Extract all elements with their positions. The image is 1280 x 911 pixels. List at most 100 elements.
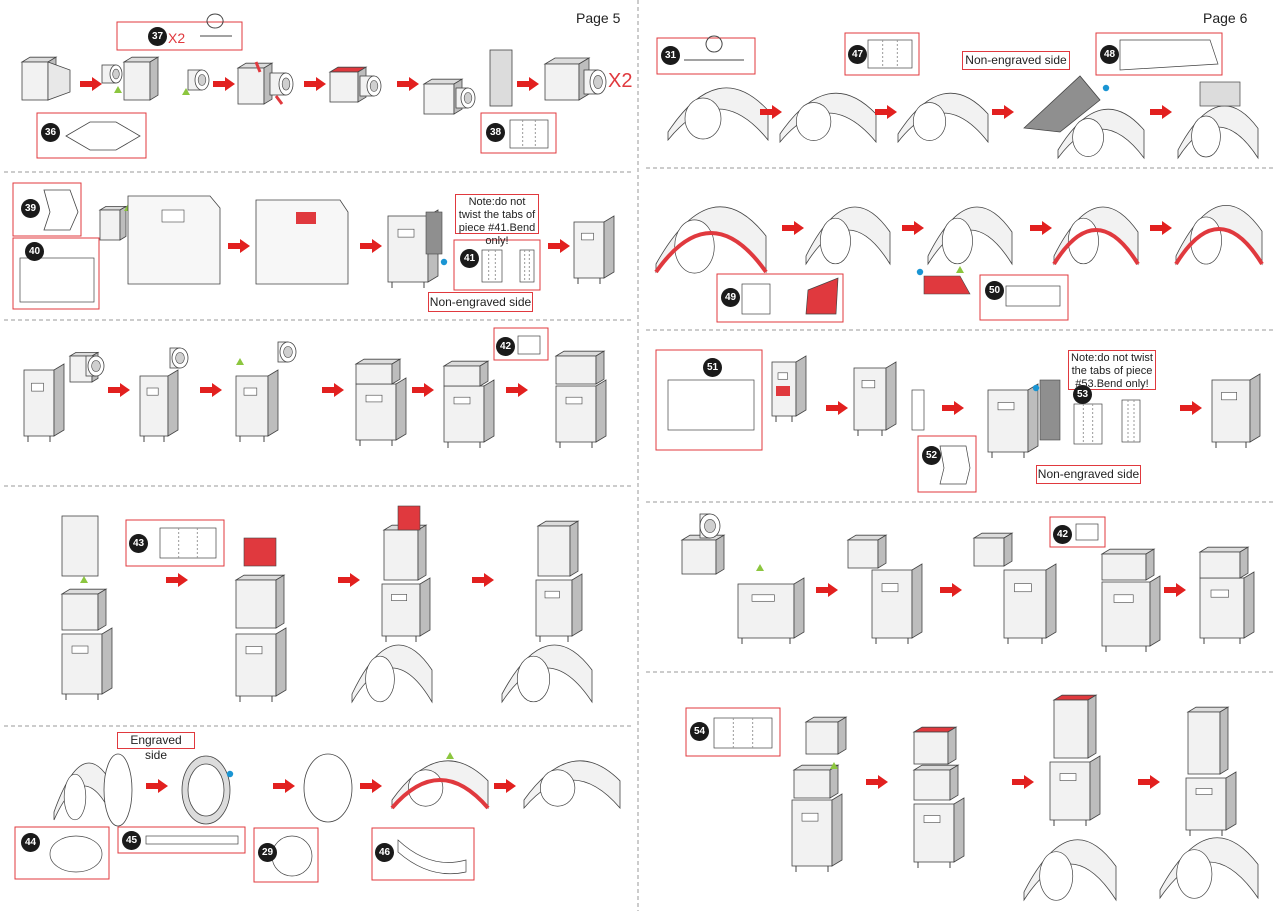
row3-torso-e-slot [453, 396, 471, 405]
part-number-badge: 43 [129, 534, 148, 553]
row3-torso-e-body [443, 385, 485, 443]
row1-wedge [47, 61, 71, 101]
step-arrow [412, 383, 434, 397]
row4-head-d-front [537, 525, 571, 577]
row3-head-e-side [479, 360, 489, 387]
p6r4-torso-c-slot [1014, 583, 1032, 593]
part-41-shape-a [481, 249, 503, 283]
row5-dome-e-wheel [539, 769, 576, 807]
step-arrow [228, 239, 250, 253]
part-number-badge: 37 [148, 27, 167, 46]
step-arrow [213, 77, 235, 91]
p6r3-panel [1039, 379, 1061, 441]
row4-head-c-front [383, 529, 419, 581]
row4-dome-c-wheel [365, 655, 395, 703]
part-43-shape [159, 527, 217, 559]
p6r4-head-d-top [1100, 548, 1156, 555]
row2-flat-sheet [127, 195, 221, 285]
p6r5-shoulder-a-front [793, 769, 831, 799]
part-41-shape-b [519, 249, 535, 283]
row3-torso-c-side [267, 369, 279, 437]
p6r2-dome-c-wheel [941, 217, 973, 265]
row3-torso-f-body [555, 385, 597, 443]
part-number-badge: 38 [486, 123, 505, 142]
p6r5-head-c-front [1053, 699, 1089, 759]
row1-tube-e-hole [463, 92, 473, 104]
part-number-badge: 42 [496, 337, 515, 356]
p6r5-torso-b-slot [923, 815, 941, 823]
non-engraved-side-label: Non-engraved side [428, 292, 533, 312]
row1-block-a-front [21, 61, 49, 101]
part-45-shape [145, 835, 239, 845]
p6r5-torso-d-side [1225, 771, 1237, 831]
p6r4-tube-a-hole [704, 519, 716, 533]
row5-ring-a [103, 753, 133, 827]
p6r3-torso-d-body [1211, 379, 1251, 443]
p6r5-torso-d-slot [1195, 788, 1213, 795]
row3-head-f-front [555, 355, 597, 385]
step-arrow [940, 583, 962, 597]
blue-marker [1032, 384, 1040, 392]
part-number-badge: 29 [258, 843, 277, 862]
row1-tube-c-hole [281, 77, 291, 91]
p6r5-torso-b-side [953, 797, 965, 863]
p6r1-dome-e-wheel [1191, 115, 1221, 158]
row2-small-block-side [119, 205, 127, 241]
p6r2-dome-b-wheel [819, 217, 851, 265]
p6r5-head-d-side [1219, 706, 1229, 775]
p6r2-dome-e-red-edge [1174, 227, 1264, 266]
row3-head-d-front [355, 363, 393, 385]
p6r5-head-b-front [913, 731, 949, 765]
part-42-shape-b [1075, 523, 1099, 541]
part-number-badge: 45 [122, 831, 141, 850]
row4-torso-a-slot [71, 645, 89, 654]
non-engraved-side-label: Non-engraved side [962, 51, 1070, 70]
p6r2-red-piece [923, 275, 971, 295]
p6r5-head-a-side [837, 716, 847, 755]
step-arrow [866, 775, 888, 789]
row1-block-c-front [237, 67, 265, 105]
p6r4-head-a-front [681, 539, 717, 575]
row2-small-block-front [99, 209, 121, 241]
step-arrow [782, 221, 804, 235]
part-29-shape [271, 835, 313, 877]
row3-torso-b-body [139, 375, 169, 437]
part-40-shape [19, 257, 95, 303]
step-arrow [304, 77, 326, 91]
row3-head-f-side [595, 350, 605, 385]
row4-head-c-side [417, 524, 427, 581]
green-marker [236, 358, 244, 365]
p6r4-head-b-side [877, 534, 887, 569]
p6r4-head-d-side [1145, 548, 1155, 581]
step-arrow [166, 573, 188, 587]
row1-block-f-front [544, 63, 580, 101]
row4-red-top-b [243, 537, 277, 567]
row1-tube-hole [112, 68, 120, 80]
row3-torso-b-side [167, 369, 179, 437]
step-arrow [902, 221, 924, 235]
part-39-shape [43, 189, 79, 231]
part-38-shape [509, 119, 549, 149]
p6r5-torso-c-slot [1059, 773, 1077, 781]
p6r5-dome-c-wheel [1039, 851, 1074, 901]
row5-dome-a-wheel [63, 773, 87, 821]
p6r5-torso-a-slot [801, 812, 819, 822]
row3-torso-c-body [235, 375, 269, 437]
row2-torso-b-body [573, 221, 605, 279]
part-52-shape [939, 445, 971, 485]
part-54-shape [713, 717, 773, 749]
row1-block-b-front [123, 61, 151, 101]
row3-torso-f-slot [565, 396, 583, 405]
p6r5-shoulder-b-front [913, 769, 951, 801]
p6r5-shoulder-a-side [829, 764, 839, 799]
p6r5-shoulder-b-side [949, 764, 959, 801]
row1-panel [489, 49, 513, 107]
p6r4-torso-d-body [1101, 581, 1151, 647]
step-arrow [338, 573, 360, 587]
p6r3-torso-c-body [987, 389, 1029, 453]
p6r3-piece-52 [911, 389, 925, 431]
p6r3-torso-a-slot [777, 372, 788, 380]
part-number-badge: 48 [1100, 45, 1119, 64]
